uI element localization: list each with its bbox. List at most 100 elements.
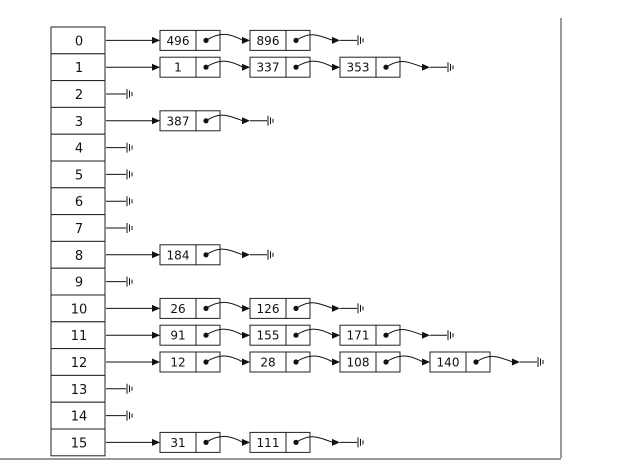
- list-node: 12: [159, 351, 250, 373]
- null-terminator-icon: [357, 35, 364, 46]
- bucket-index-label: 8: [75, 249, 83, 264]
- arrowhead-icon: [422, 358, 430, 366]
- bucket-cell-9: 9: [50, 267, 106, 296]
- null-terminator-icon: [357, 437, 364, 448]
- bucket-index-label: 10: [71, 302, 88, 317]
- chain-15: 31 111: [106, 431, 364, 453]
- bucket-cell-12: 12: [50, 348, 106, 376]
- list-node: 91: [159, 324, 250, 346]
- bucket-cell-10: 10: [50, 294, 106, 323]
- node-value-label: 353: [347, 61, 370, 75]
- list-node: 31: [159, 431, 250, 453]
- bucket-index-label: 14: [71, 410, 88, 425]
- next-pointer-curve: [205, 328, 244, 336]
- null-terminator-icon: [357, 303, 364, 314]
- list-node: 353: [339, 56, 454, 78]
- arrowhead-icon: [332, 36, 340, 44]
- bucket-index-label: 15: [71, 436, 88, 451]
- null-terminator-icon: [126, 223, 133, 233]
- arrowhead-icon: [422, 63, 430, 71]
- bucket-cell-2: 2: [50, 80, 106, 108]
- null-terminator-icon: [447, 330, 454, 341]
- list-node: 171: [339, 324, 454, 346]
- node-value-label: 387: [167, 114, 190, 128]
- arrowhead-icon: [242, 358, 250, 366]
- null-terminator-icon: [267, 115, 274, 126]
- list-node: 126: [249, 297, 364, 319]
- null-terminator-icon: [126, 142, 133, 153]
- next-pointer-curve: [205, 114, 244, 122]
- bucket-cell-5: 5: [50, 160, 106, 189]
- arrowhead-icon: [512, 358, 520, 366]
- arrowhead-icon: [152, 63, 160, 71]
- bucket-cell-14: 14: [50, 401, 106, 430]
- list-node: 140: [429, 351, 544, 373]
- arrowhead-icon: [332, 438, 340, 446]
- next-pointer-curve: [205, 301, 244, 309]
- arrowhead-icon: [242, 331, 250, 339]
- arrowhead-icon: [242, 117, 250, 125]
- next-pointer-curve: [205, 60, 244, 68]
- next-pointer-curve: [295, 328, 334, 336]
- bucket-cell-1: 1: [50, 53, 106, 82]
- chain-14: [106, 410, 133, 421]
- arrowhead-icon: [152, 36, 160, 44]
- node-value-label: 140: [437, 356, 460, 370]
- arrowhead-icon: [152, 304, 160, 312]
- next-pointer-curve: [295, 60, 334, 68]
- node-value-label: 171: [347, 329, 370, 343]
- node-value-label: 896: [257, 34, 280, 48]
- bucket-index-label: 0: [75, 34, 83, 49]
- node-value-label: 126: [257, 302, 280, 316]
- next-pointer-curve: [295, 355, 334, 363]
- list-node: 155: [249, 324, 340, 346]
- list-node: 184: [159, 244, 274, 266]
- chain-2: [106, 89, 133, 99]
- bucket-index-label: 9: [75, 276, 83, 291]
- bucket-cell-0: 0: [50, 26, 106, 55]
- next-pointer-curve: [205, 435, 244, 443]
- null-terminator-icon: [126, 169, 133, 180]
- node-value-label: 108: [347, 356, 370, 370]
- chain-7: [106, 223, 133, 233]
- node-value-label: 111: [257, 436, 280, 450]
- bucket-index-label: 2: [75, 88, 83, 103]
- next-pointer-curve: [385, 61, 424, 68]
- bucket-index-label: 7: [75, 222, 83, 237]
- arrowhead-icon: [152, 331, 160, 339]
- list-node: 1: [159, 56, 250, 78]
- chain-4: [106, 142, 133, 153]
- null-terminator-icon: [126, 410, 133, 421]
- node-value-label: 28: [260, 356, 275, 370]
- list-node: 28: [249, 351, 340, 373]
- null-terminator-icon: [126, 89, 133, 99]
- list-node: 387: [159, 110, 274, 132]
- arrowhead-icon: [242, 304, 250, 312]
- bucket-index-label: 1: [75, 61, 83, 76]
- bucket-index-label: 6: [75, 195, 83, 210]
- bucket-index-label: 5: [75, 168, 83, 183]
- next-pointer-curve: [475, 355, 514, 363]
- list-node: 108: [339, 351, 430, 373]
- node-value-label: 155: [257, 329, 280, 343]
- null-terminator-icon: [537, 357, 544, 367]
- bucket-index-label: 4: [75, 142, 83, 157]
- node-value-label: 1: [174, 61, 182, 75]
- null-terminator-icon: [126, 383, 133, 394]
- chain-11: 91 155 171: [106, 324, 454, 346]
- arrowhead-icon: [332, 331, 340, 339]
- next-pointer-curve: [205, 355, 244, 363]
- null-terminator-icon: [447, 62, 454, 73]
- arrowhead-icon: [242, 438, 250, 446]
- node-value-label: 12: [170, 356, 185, 370]
- list-node: 111: [249, 431, 364, 453]
- chain-13: [106, 383, 133, 394]
- arrowhead-icon: [332, 358, 340, 366]
- bucket-index-label: 12: [71, 356, 88, 371]
- bucket-index-label: 13: [71, 383, 88, 398]
